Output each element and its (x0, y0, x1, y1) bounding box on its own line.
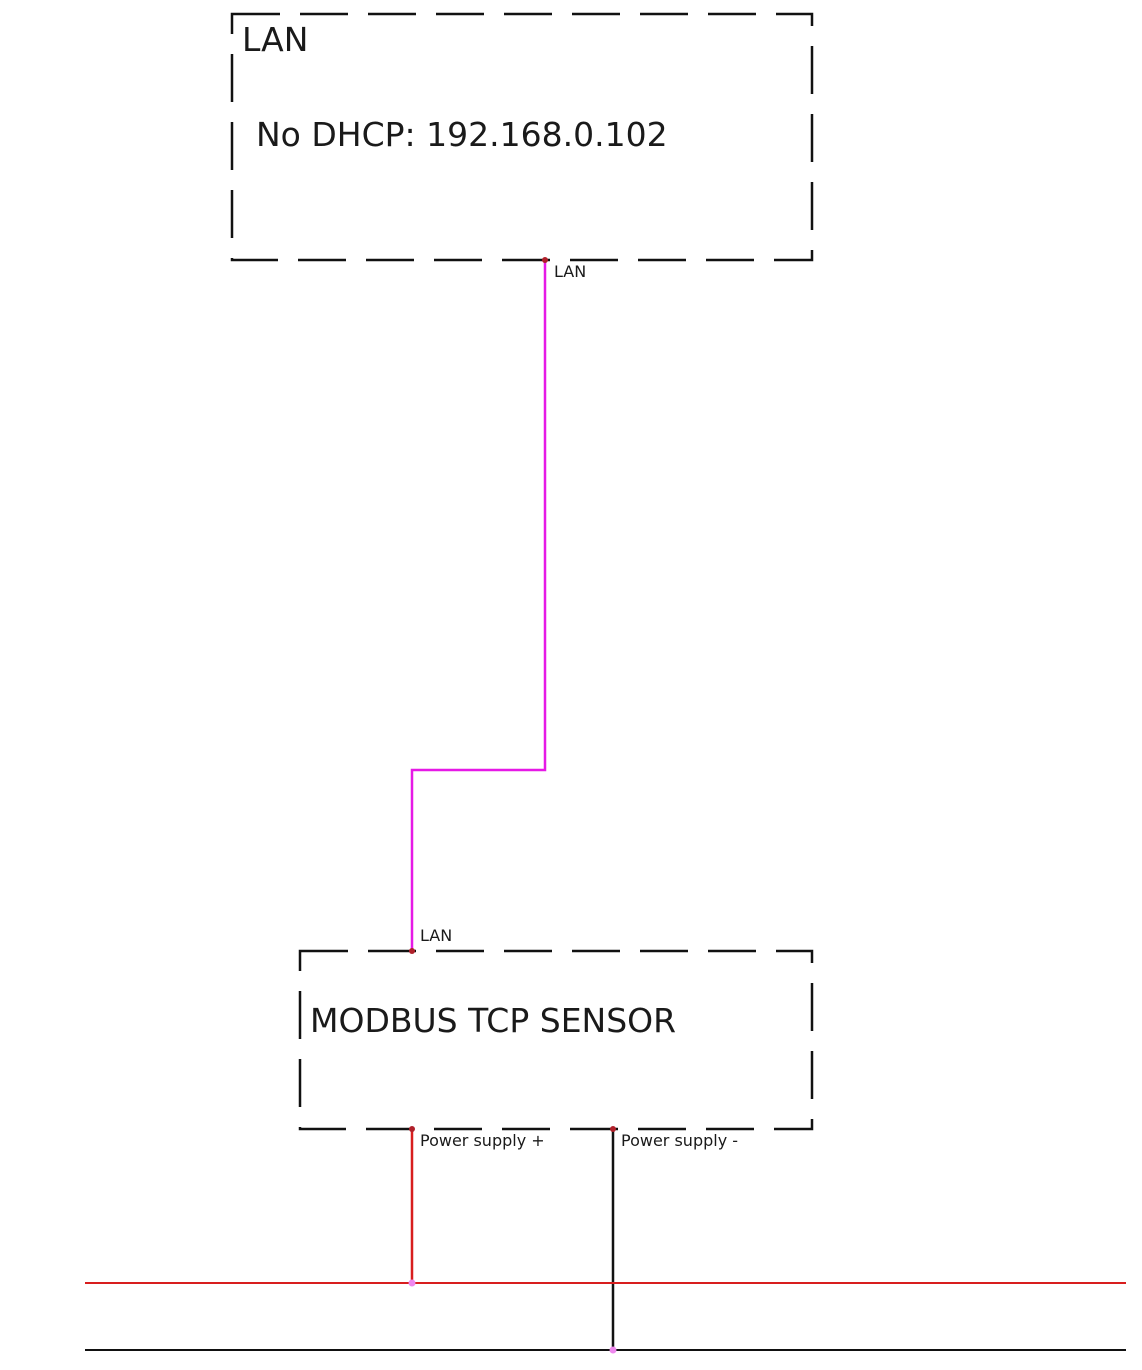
lan-block-border (230, 12, 814, 262)
power-plus-junction-dot (408, 1279, 416, 1287)
modbus-sensor-block[interactable]: MODBUS TCP SENSOR (298, 949, 814, 1131)
lan-wire[interactable] (410, 260, 547, 951)
sensor-block-title: MODBUS TCP SENSOR (310, 1001, 676, 1040)
sensor-block-border (298, 949, 814, 1131)
sensor-power-minus-port-dot[interactable] (610, 1126, 616, 1132)
power-minus-junction-dot (609, 1346, 617, 1354)
sensor-power-plus-port-dot[interactable] (409, 1126, 415, 1132)
lan-block-port-label: LAN (554, 262, 586, 281)
lan-block-address: No DHCP: 192.168.0.102 (256, 115, 668, 154)
sensor-lan-port-dot[interactable] (409, 948, 415, 954)
sensor-power-plus-label: Power supply + (420, 1131, 545, 1150)
lan-network-block[interactable]: LAN No DHCP: 192.168.0.102 (230, 12, 814, 262)
sensor-lan-port-label: LAN (420, 926, 452, 945)
lan-block-port-dot[interactable] (542, 257, 548, 263)
lan-block-title: LAN (242, 20, 308, 59)
sensor-power-minus-label: Power supply - (621, 1131, 738, 1150)
